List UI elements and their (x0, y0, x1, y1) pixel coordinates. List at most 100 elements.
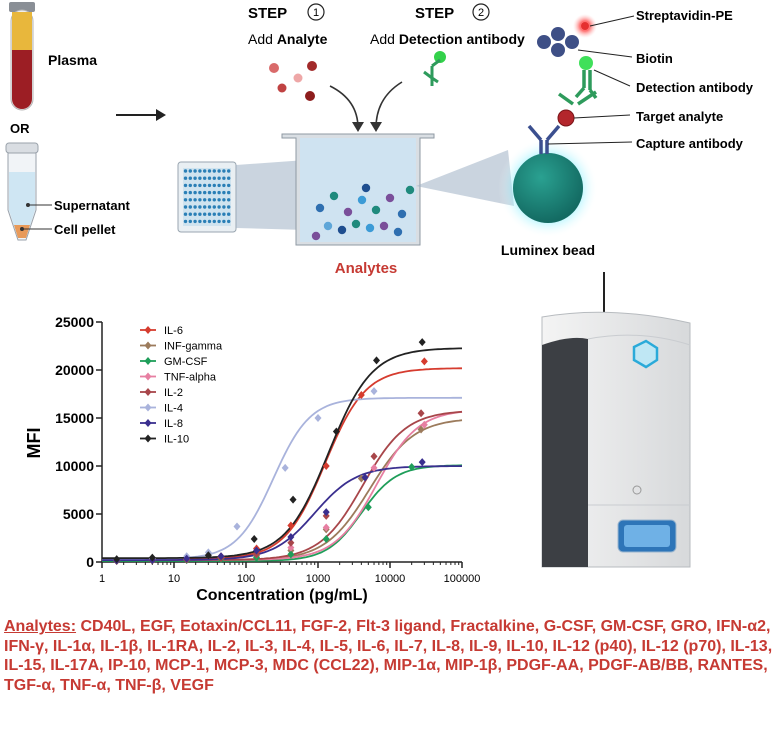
plate-well-dot (207, 190, 212, 195)
data-point (287, 533, 295, 542)
data-point (332, 427, 340, 436)
well-bead-icon (361, 183, 371, 193)
plate-well-dot (222, 176, 226, 180)
plate-well-dot (183, 190, 188, 195)
legend-marker (144, 434, 152, 443)
data-point (370, 452, 378, 461)
y-tick-label: 15000 (55, 410, 94, 426)
x-tick-label: 10 (168, 573, 180, 585)
well-bead-icon (397, 209, 407, 219)
data-point (314, 414, 322, 422)
x-tick-label: 100000 (444, 573, 480, 585)
zoom-cone (236, 160, 306, 230)
plate-well-dot (188, 176, 192, 180)
plate-well-dot (227, 183, 231, 188)
data-point (420, 420, 428, 429)
analyte-list: Analytes: CD40L, EGF, Eotaxin/CCL11, FGF… (4, 617, 774, 695)
step2-badge-icon (472, 3, 490, 21)
data-point (322, 508, 330, 517)
plate-well-dot (193, 205, 197, 209)
data-point (253, 546, 261, 555)
plate-well-dot (193, 219, 197, 224)
y-tick-label: 20000 (55, 362, 94, 378)
plate-well-dot (212, 169, 216, 173)
plate-well-dot (183, 219, 188, 224)
plate-well-dot (183, 212, 188, 216)
plasma-label: Plasma (48, 52, 97, 68)
plate-well-dot (203, 183, 207, 188)
fit-curve-il-8 (102, 465, 462, 561)
data-point (113, 555, 121, 564)
plate-well-dot (198, 183, 202, 188)
plate-well-dot (217, 190, 221, 195)
step2-word: STEP (415, 5, 454, 22)
legend-entry: IL-2 (164, 387, 183, 399)
x-tick-label: 10000 (375, 573, 406, 585)
legend-marker (144, 357, 152, 365)
well-bead-icon (343, 207, 353, 217)
data-point (281, 463, 289, 472)
data-point (322, 534, 330, 543)
fit-curve-il-4 (102, 396, 462, 560)
plate-well-dot (203, 198, 207, 202)
plate-well-dot (217, 169, 221, 173)
plate-well-dot (217, 198, 221, 202)
legend-entry: TNF-alpha (164, 372, 217, 384)
label-capture-antibody: Capture antibody (636, 136, 744, 151)
step1-number: 1 (313, 7, 319, 19)
analyte-list-text: CD40L, EGF, Eotaxin/CCL11, FGF-2, Flt-3 … (4, 618, 773, 694)
well-bead-icon (405, 185, 415, 195)
data-point (370, 463, 378, 472)
label-streptavidin: Streptavidin-PE (636, 8, 733, 23)
analyte-list-heading: Analytes: (4, 618, 77, 635)
plate-well-dot (203, 190, 207, 195)
y-tick-label: 25000 (55, 314, 94, 330)
data-point (418, 458, 426, 467)
legend-marker (144, 403, 152, 412)
plate-well-dot (183, 169, 188, 173)
plate-well-dot (212, 212, 216, 216)
chart-legend: IL-6INF-gammaGM-CSFTNF-alphaIL-2IL-4IL-8… (140, 325, 223, 446)
chart-points (113, 338, 428, 566)
data-point (373, 356, 381, 365)
data-point (289, 495, 297, 504)
legend-entry: IL-6 (164, 325, 183, 337)
data-point (287, 543, 295, 552)
step1-badge-icon (307, 3, 325, 21)
bead-leader-lines (547, 15, 635, 145)
luminex-bead-icon (513, 153, 583, 223)
streptavidin-icon (537, 27, 579, 57)
plate-well-dot (188, 190, 192, 195)
well-bead-icon (379, 221, 389, 231)
label-detection-antibody: Detection antibody (636, 80, 754, 95)
assay-steps-panel: STEP 1 Add Analyte STEP 2 Add Detection … (177, 3, 525, 277)
plate-well-dot (193, 176, 197, 180)
biotin-icon (579, 56, 593, 70)
data-point (322, 523, 330, 532)
well-beads (311, 183, 415, 241)
data-point (287, 550, 295, 559)
plate-well-dot (222, 212, 226, 216)
sample-tubes-panel: Plasma OR Supernatant Cell pellet (5, 2, 131, 241)
luminex-bead-label: Luminex bead (501, 242, 595, 258)
plate-well-dot (188, 183, 192, 188)
plate-well-dot (222, 198, 226, 202)
data-point (408, 462, 416, 471)
data-point (361, 473, 369, 482)
legend-entry: IL-4 (164, 403, 183, 415)
plate-well-dot (203, 176, 207, 180)
legend-marker (144, 326, 152, 334)
plate-well-dot (207, 212, 212, 216)
plate-well-dot (227, 190, 231, 195)
plate-well-dot (217, 183, 221, 188)
plate-well-dot (188, 219, 192, 224)
well-bead-icon (393, 227, 403, 237)
plate-well-dot (203, 205, 207, 209)
process-arrow-icon (116, 109, 166, 121)
data-point (322, 462, 330, 470)
well-bead-icon (311, 231, 321, 241)
svg-text:Add Analyte: Add Analyte (248, 31, 328, 47)
plate-well-dot (207, 183, 212, 188)
legend-marker (144, 419, 152, 427)
data-point (204, 551, 212, 560)
